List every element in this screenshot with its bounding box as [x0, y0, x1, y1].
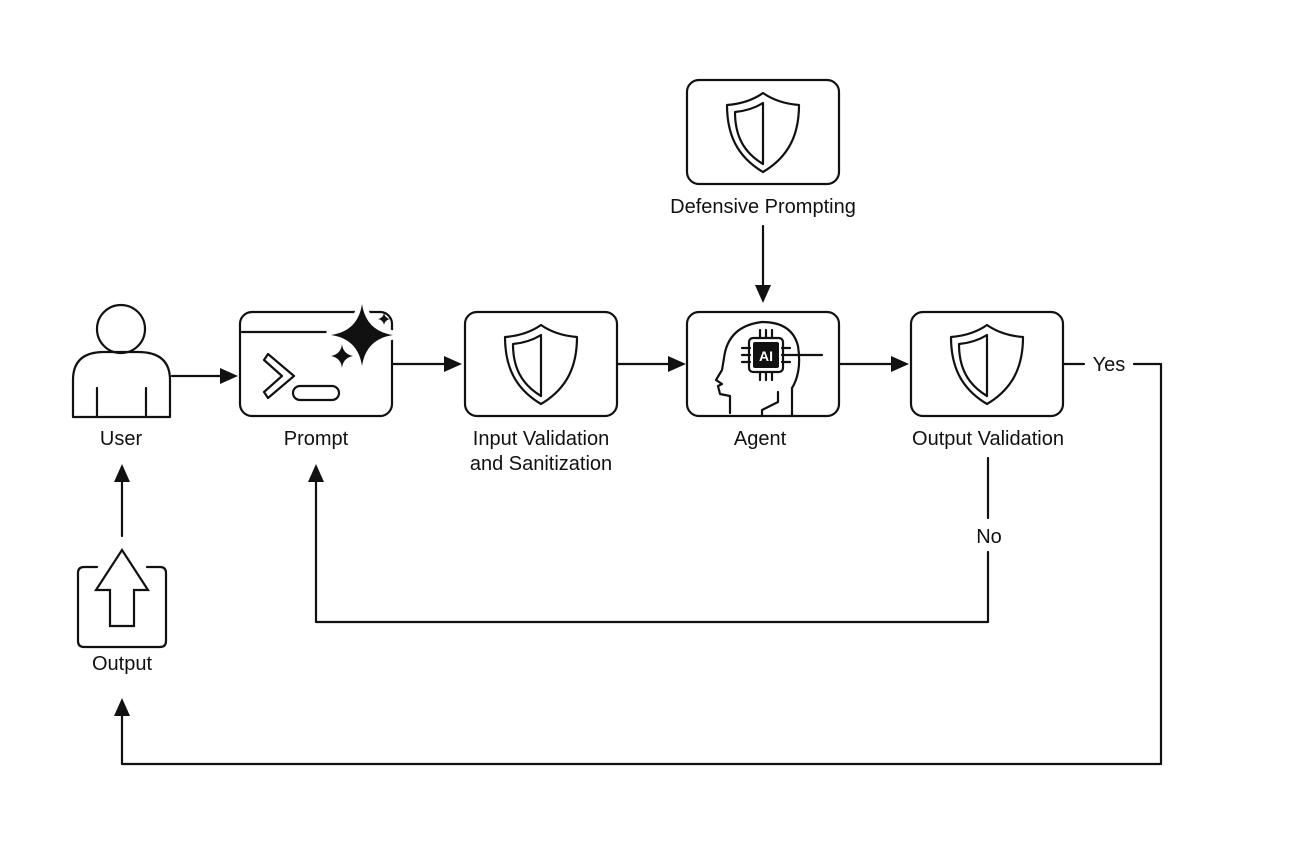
output-label: Output [92, 653, 152, 675]
connectors [114, 224, 1163, 766]
input-validation-label-line1: Input Validation [473, 428, 609, 450]
arrow-user-to-prompt [170, 368, 238, 384]
ai-head-icon: AI [714, 320, 824, 418]
arrow-input-validation-to-agent [615, 356, 686, 372]
edge-label-yes: Yes [1093, 354, 1126, 376]
user-label: User [100, 428, 143, 450]
output-validation-label: Output Validation [912, 428, 1064, 450]
shield-icon [503, 323, 579, 406]
arrow-yes-to-output [114, 362, 1163, 766]
arrow-defensive-prompting-to-agent [755, 224, 771, 303]
shield-icon [725, 91, 801, 174]
node-input-validation: Input Validation and Sanitization [463, 310, 619, 475]
node-user: User [71, 303, 172, 450]
prompt-label: Prompt [284, 428, 349, 450]
node-agent: AI Agent [685, 310, 841, 450]
edge-label-no: No [976, 526, 1002, 548]
node-defensive-prompting: Defensive Prompting [670, 78, 856, 218]
node-output-validation: Output Validation [909, 310, 1065, 450]
arrow-no-to-prompt [308, 456, 990, 624]
terminal-sparkle-icon [240, 299, 398, 402]
arrow-output-to-user [114, 464, 130, 538]
shield-icon [949, 323, 1025, 406]
agent-label: Agent [734, 428, 787, 450]
arrow-prompt-to-input-validation [391, 356, 462, 372]
node-output: Output [76, 547, 168, 675]
input-validation-label-line2: and Sanitization [470, 453, 612, 475]
user-icon [71, 303, 172, 419]
upload-icon [76, 547, 168, 649]
ai-chip-text: AI [759, 348, 773, 364]
arrow-agent-to-output-validation [837, 356, 909, 372]
defensive-prompting-label: Defensive Prompting [670, 196, 856, 218]
node-prompt: Prompt [238, 299, 398, 450]
